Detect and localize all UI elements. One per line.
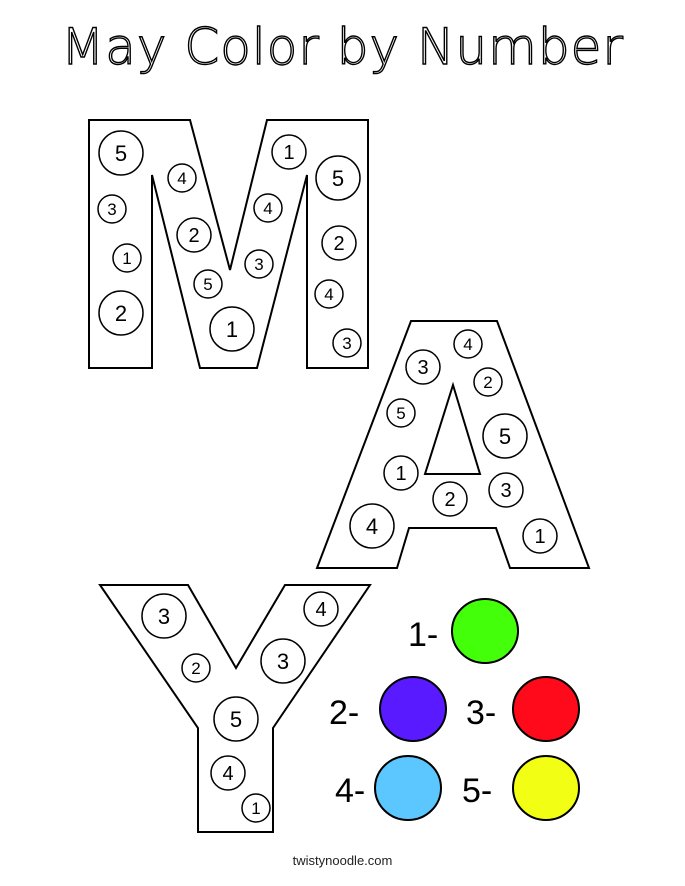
letter-m-outline[interactable]: [88, 119, 369, 369]
letter-a-number-circles: 4 3 2 5 5 1 2 3 4 1: [349, 329, 558, 554]
circle-number: 5: [332, 166, 344, 191]
circle-number: 1: [283, 142, 294, 164]
circle-number: 5: [396, 404, 405, 423]
circle-number: 2: [483, 373, 492, 392]
number-circle[interactable]: 1: [383, 455, 419, 491]
number-circle[interactable]: 1: [241, 793, 271, 823]
circle-number: 4: [177, 169, 186, 188]
number-circle[interactable]: 1: [271, 134, 307, 170]
number-circle[interactable]: 5: [98, 130, 144, 176]
circle-number: 4: [324, 285, 333, 304]
legend-color-swatch: [374, 755, 442, 821]
circle-number: 2: [444, 489, 455, 511]
circle-number: 1: [226, 317, 238, 342]
number-circle[interactable]: 4: [167, 163, 197, 193]
circle-number: 1: [122, 249, 131, 268]
circle-number: 4: [263, 199, 272, 218]
number-circle[interactable]: 5: [193, 269, 223, 299]
legend-label: 3-: [466, 694, 496, 732]
number-circle[interactable]: 4: [253, 193, 283, 223]
color-legend: 1- 2- 3- 4- 5-: [329, 598, 580, 821]
legend-label: 2-: [329, 694, 359, 732]
circle-number: 4: [366, 514, 378, 539]
legend-color-swatch: [451, 598, 519, 664]
number-circle[interactable]: 5: [482, 413, 528, 459]
number-circle[interactable]: 2: [181, 653, 211, 683]
letter-m-number-circles: 5 3 1 2 4 2 5 1 1 4 3 5 2 4 3: [97, 130, 362, 358]
circle-number: 1: [534, 526, 545, 548]
legend-color-swatch: [512, 676, 580, 742]
circle-number: 3: [158, 604, 170, 629]
circle-number: 2: [188, 225, 199, 247]
legend-color-swatch: [379, 676, 447, 742]
number-circle[interactable]: 2: [176, 217, 212, 253]
circle-number: 2: [333, 233, 344, 255]
number-circle[interactable]: 1: [112, 243, 142, 273]
circle-number: 2: [191, 659, 200, 678]
footer-site-name: twistynoodle.com: [292, 853, 393, 868]
circle-number: 3: [107, 200, 116, 219]
circle-number: 3: [277, 649, 289, 674]
circle-number: 4: [315, 599, 326, 621]
number-circle[interactable]: 3: [97, 194, 127, 224]
circle-number: 3: [500, 480, 511, 502]
circle-number: 4: [463, 335, 472, 354]
number-circle[interactable]: 2: [321, 225, 357, 261]
number-circle[interactable]: 4: [210, 755, 246, 791]
number-circle[interactable]: 3: [141, 593, 187, 639]
number-circle[interactable]: 3: [260, 638, 306, 684]
number-circle[interactable]: 3: [405, 349, 441, 385]
circle-number: 3: [254, 255, 263, 274]
circle-number: 5: [115, 141, 127, 166]
number-circle[interactable]: 4: [453, 329, 483, 359]
number-circle[interactable]: 3: [488, 472, 524, 508]
number-circle[interactable]: 5: [315, 155, 361, 201]
circle-number: 2: [115, 301, 127, 326]
number-circle[interactable]: 2: [473, 367, 503, 397]
number-circle[interactable]: 2: [432, 481, 468, 517]
legend-label: 5-: [462, 772, 492, 810]
number-circle[interactable]: 3: [244, 249, 274, 279]
number-circle[interactable]: 5: [213, 696, 259, 742]
number-circle[interactable]: 1: [522, 518, 558, 554]
number-circle[interactable]: 5: [386, 398, 416, 428]
circle-number: 1: [395, 463, 406, 485]
number-circle[interactable]: 3: [332, 328, 362, 358]
letter-a-hole: [423, 381, 482, 475]
legend-label: 4-: [335, 772, 365, 810]
circle-number: 3: [342, 334, 351, 353]
circle-number: 5: [499, 424, 511, 449]
legend-label: 1-: [408, 616, 438, 654]
number-circle[interactable]: 4: [314, 279, 344, 309]
circle-number: 4: [222, 763, 233, 785]
circle-number: 5: [230, 707, 242, 732]
legend-color-swatch: [512, 755, 580, 821]
circle-number: 3: [417, 357, 428, 379]
page-title: May Color by Number: [60, 17, 624, 76]
number-circle[interactable]: 4: [303, 591, 339, 627]
number-circle[interactable]: 1: [209, 306, 255, 352]
circle-number: 1: [251, 799, 260, 818]
number-circle[interactable]: 4: [349, 503, 395, 549]
circle-number: 5: [203, 275, 212, 294]
number-circle[interactable]: 2: [98, 290, 144, 336]
